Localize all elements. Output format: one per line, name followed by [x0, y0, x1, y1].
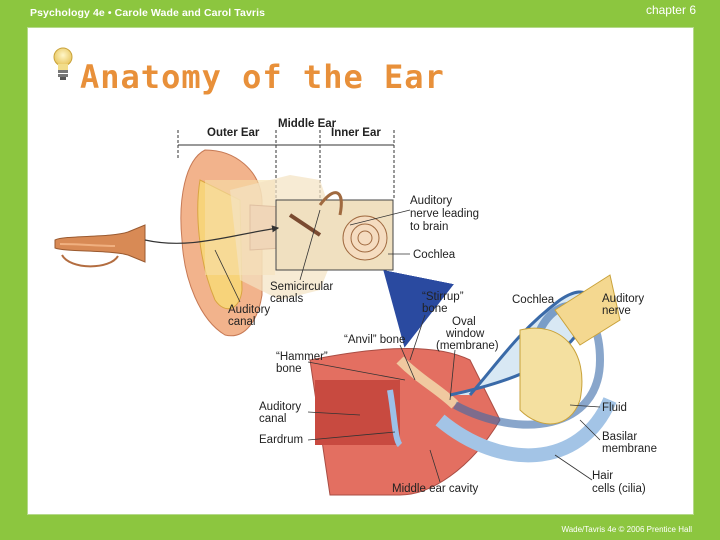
book-header: Psychology 4e • Carole Wade and Carol Ta…	[30, 7, 266, 19]
inner-ear-label: Inner Ear	[331, 127, 381, 139]
middle-inner-detail	[309, 274, 621, 496]
slide-title: Anatomy of the Ear	[80, 58, 445, 96]
label-fluid: Fluid	[602, 402, 627, 414]
trumpet-illustration	[54, 224, 146, 268]
copyright-footer: Wade/Tavris 4e © 2006 Prentice Hall	[561, 525, 692, 534]
chapter-label: chapter 6	[645, 3, 696, 17]
outer-ear-label: Outer Ear	[207, 127, 260, 139]
sound-arrow	[144, 225, 280, 244]
leader-lines	[214, 209, 601, 483]
inner-ear-illustration	[275, 191, 394, 271]
lightbulb-icon	[53, 47, 73, 80]
label-eardrum: Eardrum	[259, 434, 303, 446]
label-cochlea-top: Cochlea	[413, 249, 456, 261]
label-anvil: “Anvil” bone	[344, 334, 405, 346]
zoom-arrow	[383, 269, 454, 348]
label-middle-ear-cavity: Middle ear cavity	[392, 483, 479, 495]
label-cochlea-detail: Cochlea	[512, 294, 555, 306]
label-hammer: “Hammer”bone	[276, 351, 328, 375]
middle-ear-label: Middle Ear	[278, 118, 337, 130]
label-stirrup: “Stirrup”bone	[422, 291, 464, 315]
